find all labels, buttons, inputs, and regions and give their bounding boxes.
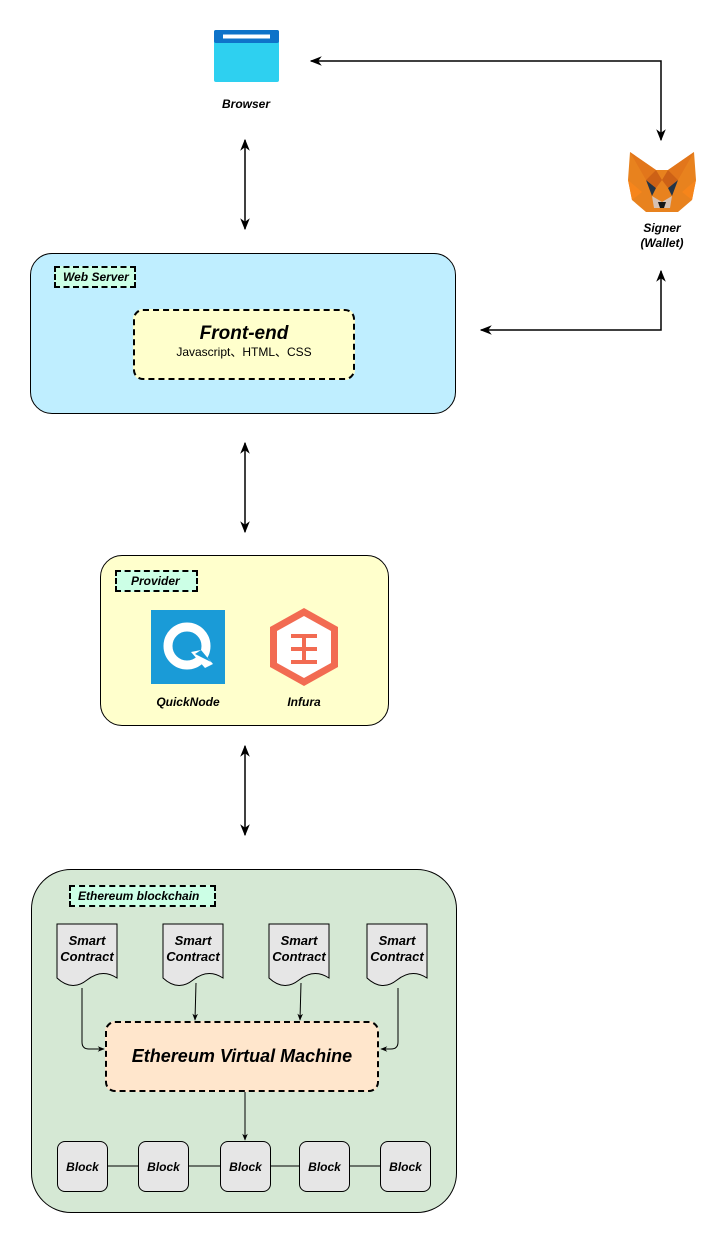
block-3: Block xyxy=(220,1141,271,1192)
evm-box: Ethereum Virtual Machine xyxy=(105,1021,379,1092)
block-1: Block xyxy=(57,1141,108,1192)
contract-label-1: Smart Contract xyxy=(54,933,120,965)
provider-item-label-infura: Infura xyxy=(287,695,321,709)
web-server-container: Web Server Front-end Javascript、HTML、CSS xyxy=(30,253,456,414)
contract-shape-2 xyxy=(162,923,224,986)
block-2: Block xyxy=(138,1141,189,1192)
signer-label-line1: Signer xyxy=(643,221,681,235)
contract-label-3-line2: Contract xyxy=(272,949,326,964)
frontend-box: Front-end Javascript、HTML、CSS xyxy=(133,309,355,380)
browser-window-icon xyxy=(214,30,279,82)
contract-shape-4 xyxy=(366,923,428,986)
contract-label-3-line1: Smart xyxy=(280,933,318,948)
contract-label-1-line2: Contract xyxy=(60,949,114,964)
contract-label-2-line1: Smart xyxy=(174,933,212,948)
contract-label-2-line2: Contract xyxy=(166,949,220,964)
frontend-title: Front-end xyxy=(199,323,289,344)
infura-logo-icon xyxy=(270,608,338,686)
link-contract4-evm xyxy=(380,988,399,1052)
contract-shape-1 xyxy=(56,923,118,986)
contract-label-4-line2: Contract xyxy=(370,949,424,964)
block-4: Block xyxy=(299,1141,350,1192)
link-contract2-evm xyxy=(192,982,198,1021)
contract-label-3: Smart Contract xyxy=(266,933,332,965)
link-contract3-evm xyxy=(297,982,303,1021)
provider-tag: Provider xyxy=(115,570,198,592)
arrow-browser-signer xyxy=(309,56,666,142)
metamask-fox-icon xyxy=(628,152,696,212)
block-5: Block xyxy=(380,1141,431,1192)
contract-label-2: Smart Contract xyxy=(160,933,226,965)
provider-container: Provider QuickNode Infura xyxy=(100,555,389,726)
provider-item-label-quicknode: QuickNode xyxy=(156,695,220,709)
contract-label-1-line1: Smart xyxy=(68,933,106,948)
signer-label-line2: (Wallet) xyxy=(640,236,684,250)
link-contract1-evm xyxy=(81,988,105,1052)
browser-node: Browser xyxy=(204,28,288,118)
web-server-tag: Web Server xyxy=(54,266,136,288)
blockchain-tag: Ethereum blockchain xyxy=(69,885,216,907)
arrow-signer-webserver xyxy=(479,269,666,335)
frontend-subtitle: Javascript、HTML、CSS xyxy=(176,345,312,359)
contract-label-4: Smart Contract xyxy=(364,933,430,965)
contract-label-4-line1: Smart xyxy=(378,933,416,948)
quicknode-logo-icon xyxy=(151,610,225,684)
browser-label: Browser xyxy=(221,97,271,111)
contract-shape-3 xyxy=(268,923,330,986)
signer-node: Signer (Wallet) xyxy=(622,150,702,260)
evm-label: Ethereum Virtual Machine xyxy=(131,1046,353,1066)
